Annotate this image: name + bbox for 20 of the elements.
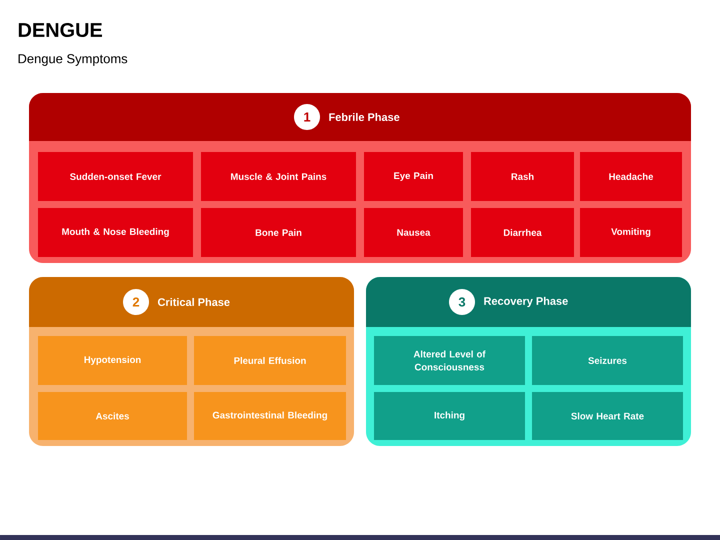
symptom-box: Bone Pain xyxy=(201,208,356,257)
symptom-box: Ascites xyxy=(38,392,187,440)
symptom-box: Gastrointestinal Bleeding xyxy=(194,392,346,440)
symptom-box: Seizures xyxy=(532,336,683,385)
title: DENGUE xyxy=(18,22,102,38)
subtitle: Dengue Symptoms xyxy=(18,54,128,66)
symptom-box: Headache xyxy=(580,152,682,201)
symptom-box: Nausea xyxy=(364,208,463,257)
symptom-box: Sudden-onset Fever xyxy=(38,152,193,201)
symptom-box: Mouth & Nose Bleeding xyxy=(38,208,193,257)
symptom-box: Vomiting xyxy=(580,208,682,257)
symptom-box: Hypotension xyxy=(38,336,187,385)
symptom-box: Diarrhea xyxy=(471,208,574,257)
symptom-box: Pleural Effusion xyxy=(194,336,346,385)
symptom-box: Muscle & Joint Pains xyxy=(201,152,356,201)
symptom-box: Altered Level of Consciousness xyxy=(374,336,525,385)
symptom-box: Rash xyxy=(471,152,574,201)
symptom-box: Slow Heart Rate xyxy=(532,392,683,440)
symptom-box: Itching xyxy=(374,392,525,440)
symptom-box: Eye Pain xyxy=(364,152,463,201)
